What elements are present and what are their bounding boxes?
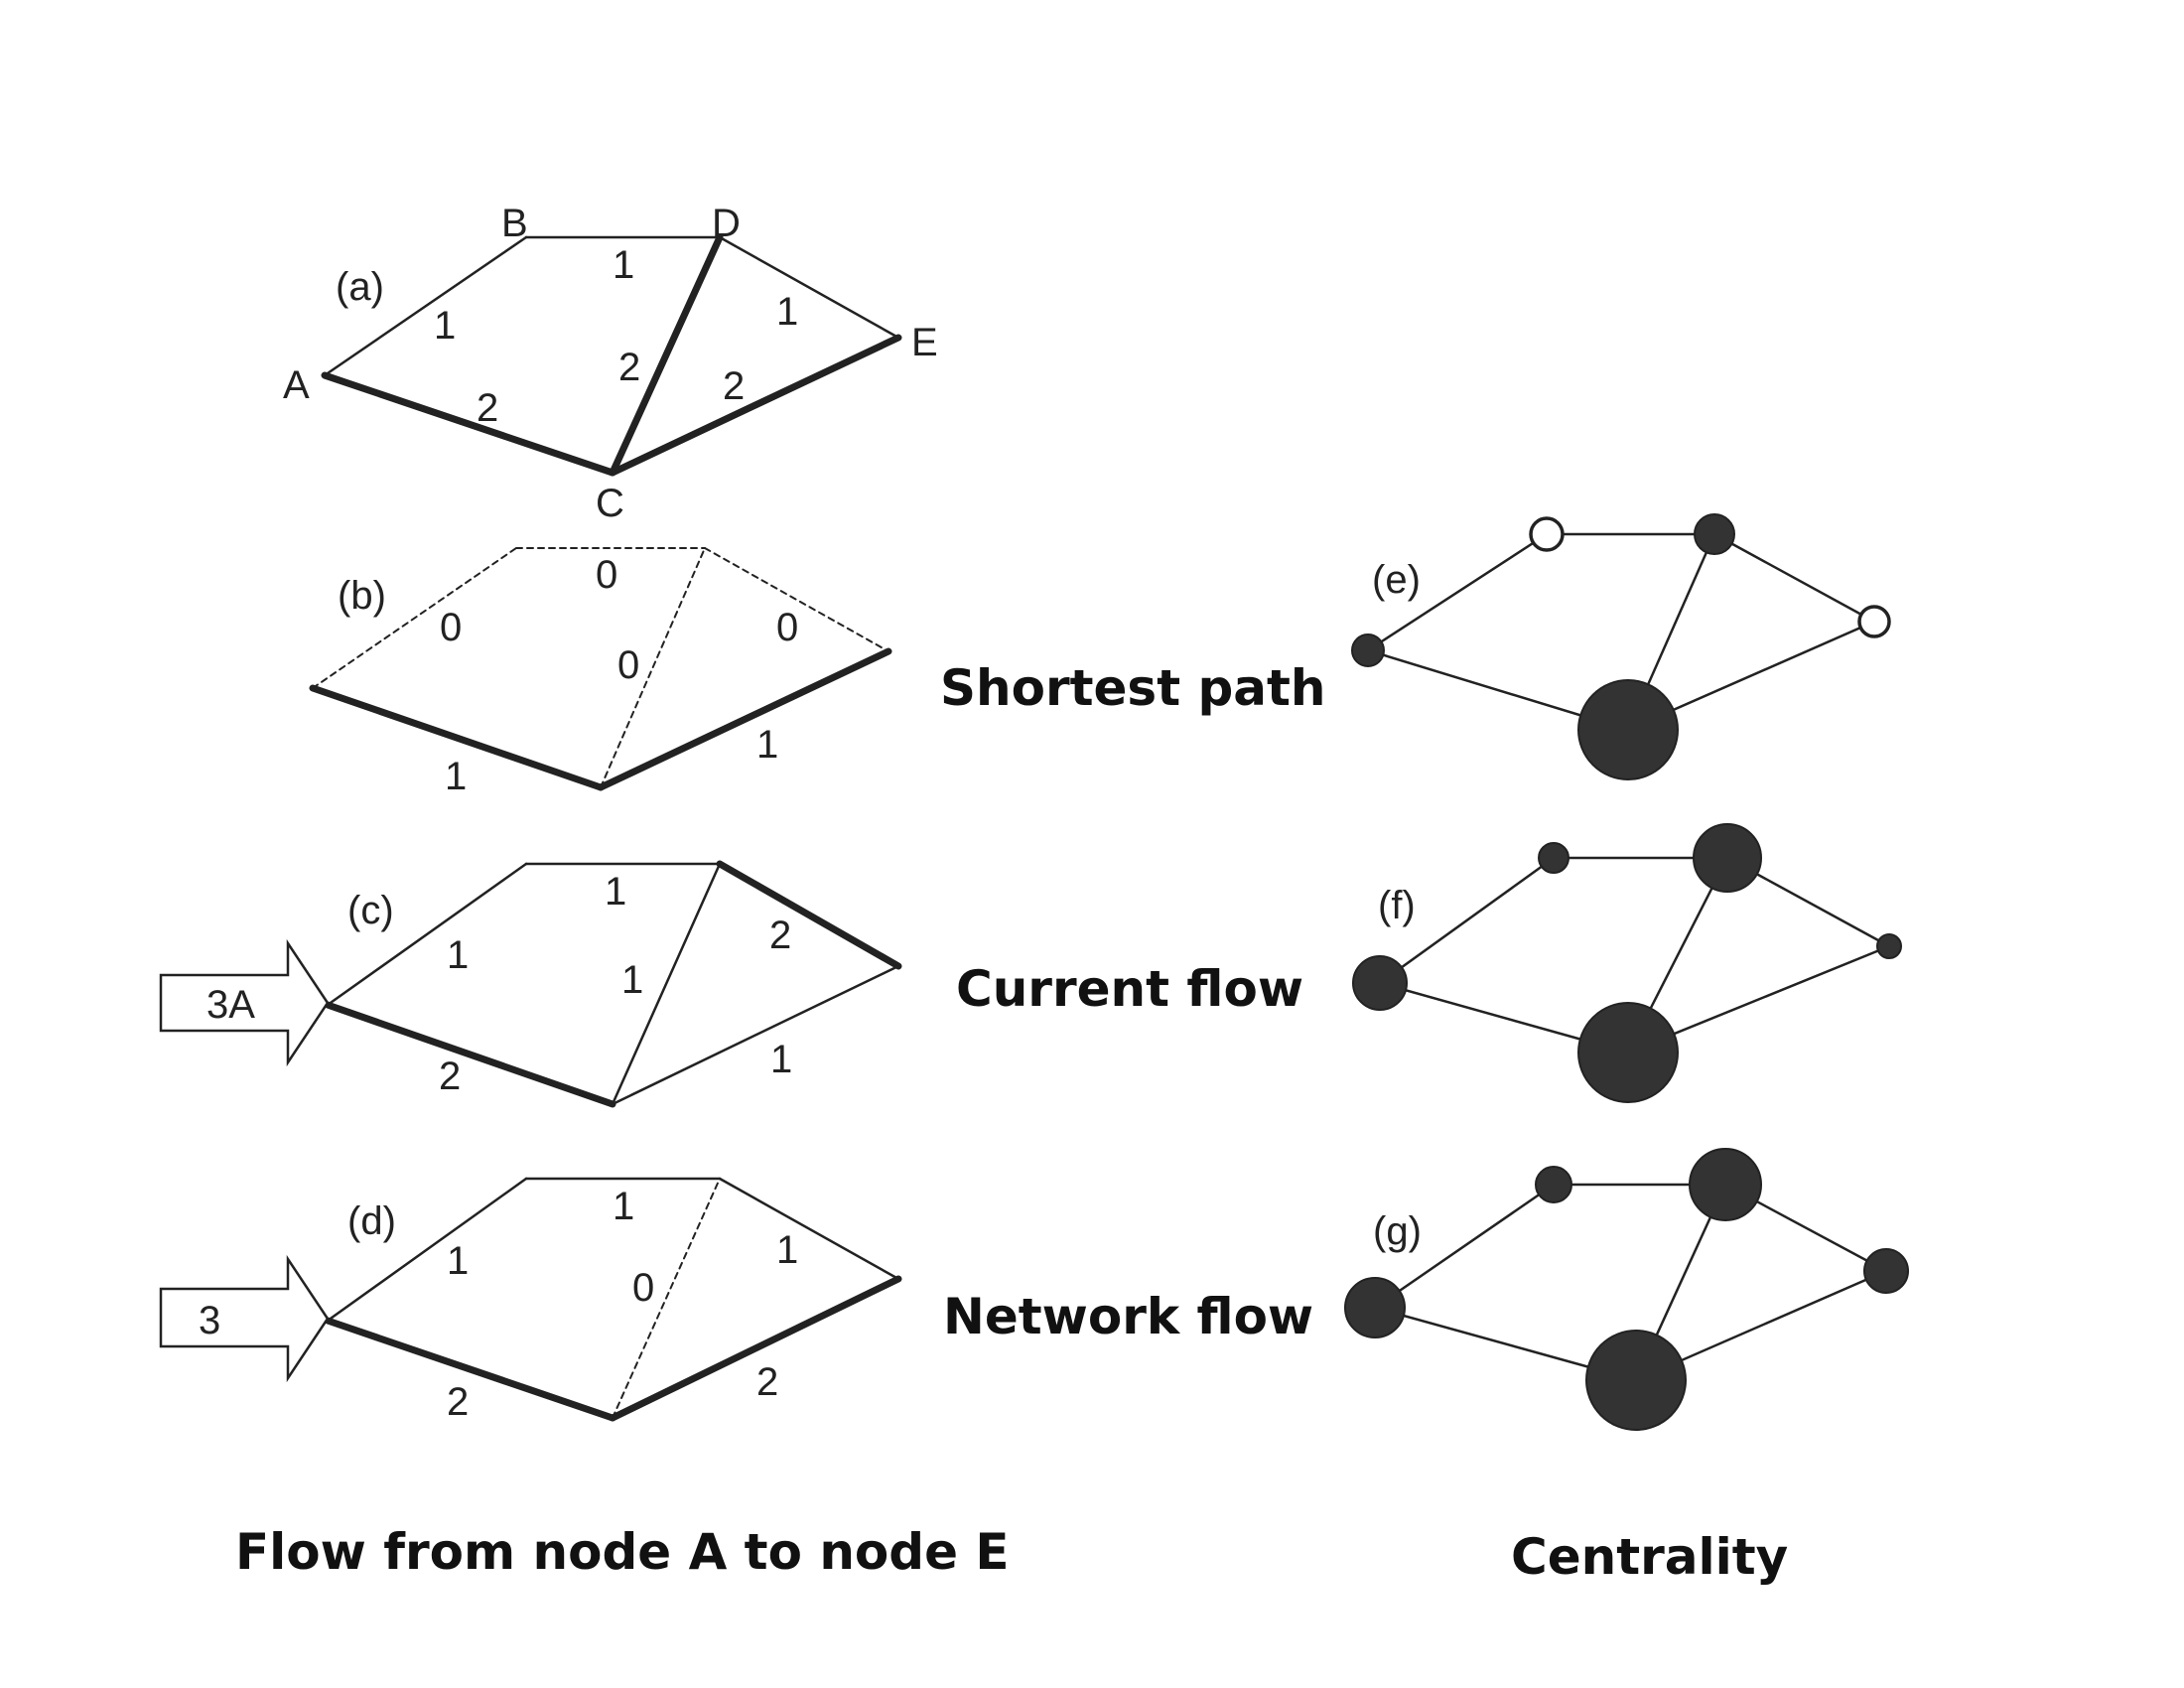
node-g-c xyxy=(1585,1330,1687,1431)
node-f-a xyxy=(1352,955,1408,1011)
edge-c-cd xyxy=(611,862,722,1106)
edge-d-ac xyxy=(324,1317,616,1422)
node-label-d: D xyxy=(712,202,741,245)
panel-label-e: (e) xyxy=(1372,558,1421,602)
flow-c-ce: 1 xyxy=(770,1038,792,1081)
edge-e-de xyxy=(1713,532,1875,624)
flow-b-ab: 0 xyxy=(440,606,462,649)
weight-a-cd: 2 xyxy=(618,346,640,389)
node-e-a xyxy=(1351,633,1385,667)
edge-c-ce xyxy=(611,964,900,1106)
panel-label-d: (d) xyxy=(347,1199,396,1243)
edge-a-ac xyxy=(321,371,616,477)
flow-d-ab: 1 xyxy=(447,1239,469,1283)
node-e-b xyxy=(1529,516,1565,552)
arrow-label-d: 3 xyxy=(199,1299,220,1342)
panel-a-graph xyxy=(321,233,902,477)
panel-g-graph xyxy=(1344,1148,1909,1431)
input-arrow-d xyxy=(159,1254,330,1383)
edge-d-ab xyxy=(326,1177,528,1323)
node-label-c: C xyxy=(596,482,624,525)
node-e-c xyxy=(1577,679,1679,780)
flow-b-bd: 0 xyxy=(596,553,617,597)
edge-g-ab xyxy=(1374,1183,1555,1310)
node-e-d xyxy=(1694,513,1735,555)
edge-f-ab xyxy=(1379,856,1555,985)
panel-label-b: (b) xyxy=(338,574,386,618)
weight-a-bd: 1 xyxy=(613,243,634,287)
panel-label-a: (a) xyxy=(336,265,384,309)
edge-d-ce xyxy=(609,1275,902,1422)
panel-e-graph xyxy=(1351,513,1891,780)
title-shortest-path: Shortest path xyxy=(940,659,1326,717)
edge-d-de xyxy=(718,1177,900,1281)
flow-b-cd: 0 xyxy=(617,643,639,687)
flow-c-ab: 1 xyxy=(447,933,469,977)
flow-b-ac: 1 xyxy=(445,755,467,798)
weight-a-ac: 2 xyxy=(477,386,498,430)
edge-b-ab xyxy=(312,547,517,689)
edge-c-ac xyxy=(324,1001,616,1108)
edge-a-cd xyxy=(609,233,724,477)
weight-a-de: 1 xyxy=(776,290,798,334)
edge-b-ce xyxy=(597,647,892,791)
panel-c-graph xyxy=(324,860,902,1108)
node-f-c xyxy=(1577,1002,1679,1103)
edge-a-de xyxy=(718,235,900,340)
node-g-b xyxy=(1535,1166,1572,1203)
panel-b-graph xyxy=(309,547,892,791)
flow-d-cd: 0 xyxy=(632,1266,654,1310)
node-label-b: B xyxy=(501,202,528,245)
node-f-d xyxy=(1693,823,1762,893)
node-f-b xyxy=(1538,842,1570,874)
right-column-title: Centrality xyxy=(1511,1528,1788,1586)
edge-d-cd xyxy=(612,1178,721,1419)
edge-b-ac xyxy=(309,684,605,791)
flow-c-bd: 1 xyxy=(605,870,626,914)
edge-b-de xyxy=(704,547,889,652)
node-label-e: E xyxy=(911,321,938,364)
arrow-label-c: 3A xyxy=(206,983,255,1027)
edge-c-de xyxy=(716,860,902,970)
node-g-e xyxy=(1863,1248,1909,1294)
panel-f-graph xyxy=(1352,823,1902,1103)
panel-label-c: (c) xyxy=(347,889,394,932)
edge-e-ab xyxy=(1367,532,1548,652)
edge-a-ab xyxy=(323,235,528,377)
flow-d-de: 1 xyxy=(776,1228,798,1272)
input-arrow-c xyxy=(159,938,330,1067)
flow-d-bd: 1 xyxy=(613,1185,634,1228)
title-network-flow: Network flow xyxy=(943,1288,1313,1345)
panel-label-g: (g) xyxy=(1373,1209,1422,1253)
node-g-a xyxy=(1344,1277,1406,1338)
node-g-d xyxy=(1689,1148,1762,1221)
edge-a-ce xyxy=(609,334,902,477)
left-column-title: Flow from node A to node E xyxy=(235,1523,1010,1581)
node-label-a: A xyxy=(283,363,310,407)
flow-b-de: 0 xyxy=(776,606,798,649)
weight-a-ce: 2 xyxy=(723,364,745,408)
edge-b-cd xyxy=(600,547,706,788)
flow-c-de: 2 xyxy=(769,914,791,957)
node-f-e xyxy=(1876,933,1902,959)
node-e-e xyxy=(1857,605,1891,638)
flow-c-cd: 1 xyxy=(621,958,643,1002)
weight-a-ab: 1 xyxy=(434,304,456,348)
panel-label-f: (f) xyxy=(1378,884,1416,927)
panel-d-graph xyxy=(324,1177,902,1422)
flow-c-ac: 2 xyxy=(439,1055,461,1098)
edge-c-ab xyxy=(326,862,528,1007)
title-current-flow: Current flow xyxy=(956,960,1303,1018)
flow-d-ac: 2 xyxy=(447,1380,469,1424)
flow-d-ce: 2 xyxy=(756,1360,778,1404)
flow-b-ce: 1 xyxy=(756,723,778,767)
